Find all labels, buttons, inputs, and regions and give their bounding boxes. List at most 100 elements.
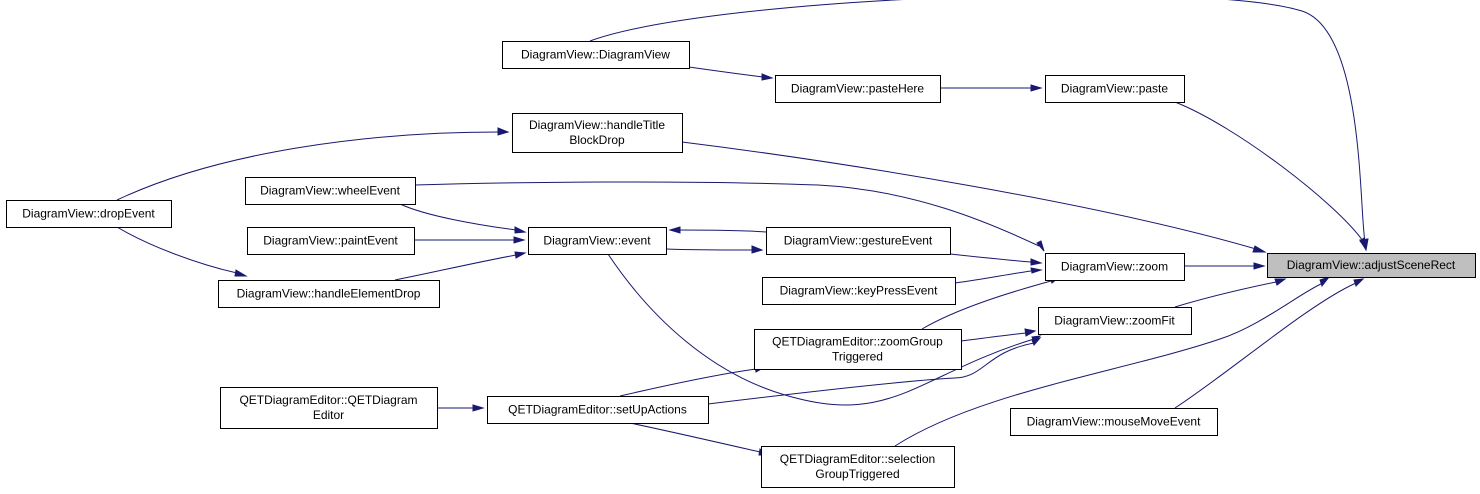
node-qetEditor[interactable]: QETDiagramEditor::QETDiagramEditor <box>220 387 438 429</box>
node-label: Editor <box>313 408 344 422</box>
node-paintEvent[interactable]: DiagramView::paintEvent <box>247 227 415 255</box>
edge-ctor-to-pasteHere <box>688 66 774 81</box>
node-label: BlockDrop <box>569 133 625 147</box>
node-wheelEvent[interactable]: DiagramView::wheelEvent <box>245 177 416 205</box>
node-label: DiagramView::zoomFit <box>1054 314 1175 328</box>
node-mouseMove[interactable]: DiagramView::mouseMoveEvent <box>1010 408 1218 436</box>
node-pasteHere[interactable]: DiagramView::pasteHere <box>775 75 941 103</box>
edge-handleElement-to-event <box>394 251 527 281</box>
node-box <box>1045 253 1185 281</box>
edge-arrowhead <box>514 251 527 259</box>
node-box <box>766 227 951 255</box>
edge-line <box>116 226 238 274</box>
edge-line <box>414 181 1040 247</box>
node-label: DiagramView::adjustSceneRect <box>1287 258 1456 272</box>
node-label: DiagramView::handleTitle <box>529 118 665 132</box>
edge-dropEvent-to-handleTitle <box>116 127 510 201</box>
edge-zoomFit-to-adjust <box>1174 278 1287 308</box>
nodes-layer: DiagramView::adjustSceneRectDiagramView:… <box>6 41 1476 488</box>
node-box <box>1010 408 1218 436</box>
node-adjust[interactable]: DiagramView::adjustSceneRect <box>1267 253 1476 278</box>
node-zoomFit[interactable]: DiagramView::zoomFit <box>1038 307 1192 335</box>
node-zoom[interactable]: DiagramView::zoom <box>1045 253 1185 281</box>
edge-qetEditor-to-setUp <box>437 404 485 412</box>
edge-arrowhead <box>472 404 485 412</box>
node-label: DiagramView::handleElementDrop <box>237 287 421 301</box>
node-label: QETDiagramEditor::QETDiagram <box>239 393 417 407</box>
edge-setUp-to-selGroup <box>629 422 771 456</box>
node-dropEvent[interactable]: DiagramView::dropEvent <box>6 200 172 228</box>
node-box <box>245 177 416 205</box>
edge-line <box>677 229 767 233</box>
edge-arrowhead <box>668 226 681 234</box>
node-box <box>762 277 956 305</box>
edge-paintEvent-to-event <box>414 236 526 244</box>
edge-ctor-to-adjust <box>589 0 1369 252</box>
edge-event-to-gesture <box>665 245 764 254</box>
node-handleElement[interactable]: DiagramView::handleElementDrop <box>218 280 440 308</box>
edge-arrowhead <box>1030 84 1043 92</box>
node-box <box>247 227 415 255</box>
edge-arrowhead <box>497 127 510 136</box>
edge-arrowhead <box>1359 237 1367 250</box>
node-label: QETDiagramEditor::zoomGroup <box>772 335 943 349</box>
node-box <box>1267 253 1476 278</box>
node-setUp[interactable]: QETDiagramEditor::setUpActions <box>487 396 709 424</box>
node-box <box>218 280 440 308</box>
edge-line <box>629 422 761 453</box>
edge-arrowhead <box>1031 337 1042 346</box>
edge-mouseMove-to-adjust <box>1174 278 1365 409</box>
edge-line <box>954 270 1032 284</box>
edge-arrowhead <box>513 236 526 244</box>
node-event[interactable]: DiagramView::event <box>528 227 667 255</box>
node-label: GroupTriggered <box>815 467 899 481</box>
node-box <box>487 396 709 424</box>
edge-arrowhead <box>751 245 764 254</box>
edge-line <box>1174 282 1357 409</box>
edge-line <box>399 203 517 231</box>
node-box <box>754 329 962 370</box>
edge-gesture-to-zoom <box>949 253 1043 266</box>
node-box <box>502 41 690 69</box>
node-label: DiagramView::keyPressEvent <box>780 284 939 298</box>
edge-zoomGroup-to-zoomFit <box>960 328 1037 342</box>
node-keyPress[interactable]: DiagramView::keyPressEvent <box>762 277 956 305</box>
edge-keyPress-to-zoom <box>954 267 1043 284</box>
node-label: Triggered <box>832 350 883 364</box>
node-box <box>528 227 667 255</box>
node-box <box>1045 75 1185 103</box>
node-box <box>6 200 172 228</box>
edges-layer <box>116 0 1369 456</box>
node-paste[interactable]: DiagramView::paste <box>1045 75 1185 103</box>
edge-line <box>681 141 1257 250</box>
edge-dropEvent-to-handleElement <box>116 226 248 277</box>
edge-line <box>665 248 753 251</box>
node-ctor[interactable]: DiagramView::DiagramView <box>502 41 690 69</box>
edge-line <box>1174 101 1364 242</box>
node-label: DiagramView::mouseMoveEvent <box>1027 415 1202 429</box>
edge-arrowhead <box>1024 328 1037 337</box>
edge-arrowhead <box>1030 267 1043 274</box>
edge-arrowhead <box>514 226 527 234</box>
edge-line <box>894 282 1324 447</box>
edge-line <box>960 332 1027 342</box>
node-gesture[interactable]: DiagramView::gestureEvent <box>766 227 951 255</box>
edge-arrowhead <box>1036 240 1045 252</box>
edge-arrowhead <box>1353 278 1365 287</box>
node-selGroup[interactable]: QETDiagramEditor::selectionGroupTriggere… <box>761 446 955 488</box>
edge-handleTitle-to-adjust <box>681 141 1267 253</box>
edge-gesture-to-event <box>668 226 767 234</box>
node-label: DiagramView::DiagramView <box>521 48 670 62</box>
edge-selGroup-to-adjust <box>894 276 1331 447</box>
edge-line <box>116 131 499 201</box>
node-label: DiagramView::wheelEvent <box>260 184 401 198</box>
edge-zoom-to-adjust <box>1184 262 1266 270</box>
edge-line <box>1174 281 1277 308</box>
edge-arrowhead <box>761 73 774 81</box>
edge-line <box>619 368 757 397</box>
edge-line <box>921 280 1052 330</box>
edge-arrowhead <box>234 269 248 277</box>
